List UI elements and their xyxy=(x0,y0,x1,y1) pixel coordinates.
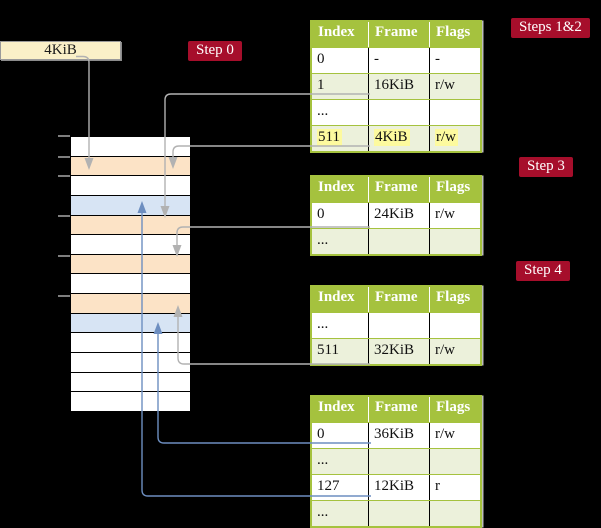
table-cell-frame xyxy=(368,449,429,474)
memory-tick xyxy=(58,135,70,137)
table-row-level2-...: ... xyxy=(312,228,480,254)
memory-frame-row-0-free xyxy=(71,137,190,156)
table-row-level3-...: ... xyxy=(312,312,480,338)
column-header-index: Index xyxy=(318,289,355,305)
column-header-flags: Flags xyxy=(429,287,480,312)
step-label-3: Step 3 xyxy=(519,157,573,177)
table-cell-flags xyxy=(429,313,480,338)
table-cell-flags: r/w xyxy=(429,74,480,99)
table-cell-flags: r/w xyxy=(429,339,480,364)
table-cell-index: 0 xyxy=(317,426,325,442)
table-row-level4-...: ... xyxy=(312,448,480,474)
table-cell-flags: r xyxy=(429,475,480,500)
table-cell-frame: - xyxy=(368,48,429,73)
table-cell-index: 0 xyxy=(317,51,325,67)
memory-frame-row-4-pagetable xyxy=(71,214,190,235)
table-cell-frame xyxy=(368,501,429,526)
memory-frame-row-7-free xyxy=(71,273,190,294)
memory-frame-row-8-pagetable xyxy=(71,293,190,313)
table-cell-index: ... xyxy=(317,452,329,468)
memory-frame-row-11-free xyxy=(71,352,190,372)
table-cell-frame xyxy=(368,313,429,338)
table-cell-frame: 36KiB xyxy=(368,423,429,448)
page-size-label: 4KiB xyxy=(44,42,77,58)
table-cell-frame: 12KiB xyxy=(368,475,429,500)
highlighted-value: 4KiB xyxy=(374,129,410,146)
table-cell-flags: r/w xyxy=(429,423,480,448)
column-header-flags: Flags xyxy=(429,397,480,422)
table-cell-flags xyxy=(429,100,480,125)
table-cell-frame: 32KiB xyxy=(368,339,429,364)
column-header-frame: Frame xyxy=(368,22,429,47)
table-cell-flags: r/w xyxy=(429,126,480,151)
step-label-1-2: Steps 1&2 xyxy=(511,18,590,38)
memory-frame-row-5-free xyxy=(71,234,190,254)
table-cell-frame: 24KiB xyxy=(368,203,429,228)
table-cell-frame xyxy=(368,229,429,254)
column-header-index: Index xyxy=(318,179,355,195)
table-cell-index: 511 xyxy=(312,126,368,151)
memory-tick xyxy=(58,295,70,297)
table-cell-index: 0 xyxy=(317,206,325,222)
memory-frame-row-6-pagetable xyxy=(71,253,190,274)
table-cell-index: 127 xyxy=(317,478,340,494)
memory-frame-row-1-pagetable xyxy=(71,155,190,176)
table-cell-flags: - xyxy=(429,48,480,73)
table-row-level1-0: 0 -- xyxy=(312,47,480,73)
table-cell-flags xyxy=(429,229,480,254)
memory-tick xyxy=(58,215,70,217)
table-row-level1-511: 511 4KiB r/w xyxy=(312,125,480,151)
column-header-frame: Frame xyxy=(368,287,429,312)
table-cell-index: ... xyxy=(317,232,329,248)
memory-frame-row-3-data xyxy=(71,194,190,215)
column-header-index: Index xyxy=(318,24,355,40)
memory-tick xyxy=(58,175,70,177)
memory-tick xyxy=(58,156,70,158)
table-row-level4-...: ... xyxy=(312,500,480,526)
step-label-0: Step 0 xyxy=(188,41,242,61)
page-size-box: 4KiB xyxy=(0,41,121,60)
highlighted-value: 511 xyxy=(317,129,342,146)
memory-frame-row-12-free xyxy=(71,371,190,392)
table-cell-frame: 16KiB xyxy=(368,74,429,99)
table-cell-index: 1 xyxy=(317,77,325,93)
highlighted-value: r/w xyxy=(435,129,458,146)
column-header-frame: Frame xyxy=(368,397,429,422)
memory-frame-row-2-free xyxy=(71,175,190,195)
memory-frame-row-13-free xyxy=(71,391,190,411)
physical-memory-column xyxy=(70,136,191,412)
column-header-flags: Flags xyxy=(429,177,480,202)
table-cell-frame: 4KiB xyxy=(368,126,429,151)
table-cell-index: ... xyxy=(317,504,329,520)
table-row-level1-...: ... xyxy=(312,99,480,125)
table-cell-index: ... xyxy=(317,103,329,119)
table-cell-index: 511 xyxy=(317,342,339,358)
column-header-flags: Flags xyxy=(429,22,480,47)
memory-frame-row-9-data xyxy=(71,312,190,333)
memory-tick xyxy=(58,255,70,257)
column-header-frame: Frame xyxy=(368,177,429,202)
table-cell-flags xyxy=(429,501,480,526)
step-label-4: Step 4 xyxy=(516,261,570,281)
memory-frame-row-10-free xyxy=(71,332,190,353)
table-cell-flags xyxy=(429,449,480,474)
table-cell-flags: r/w xyxy=(429,203,480,228)
column-header-index: Index xyxy=(318,399,355,415)
table-cell-frame xyxy=(368,100,429,125)
table-cell-index: ... xyxy=(317,316,329,332)
